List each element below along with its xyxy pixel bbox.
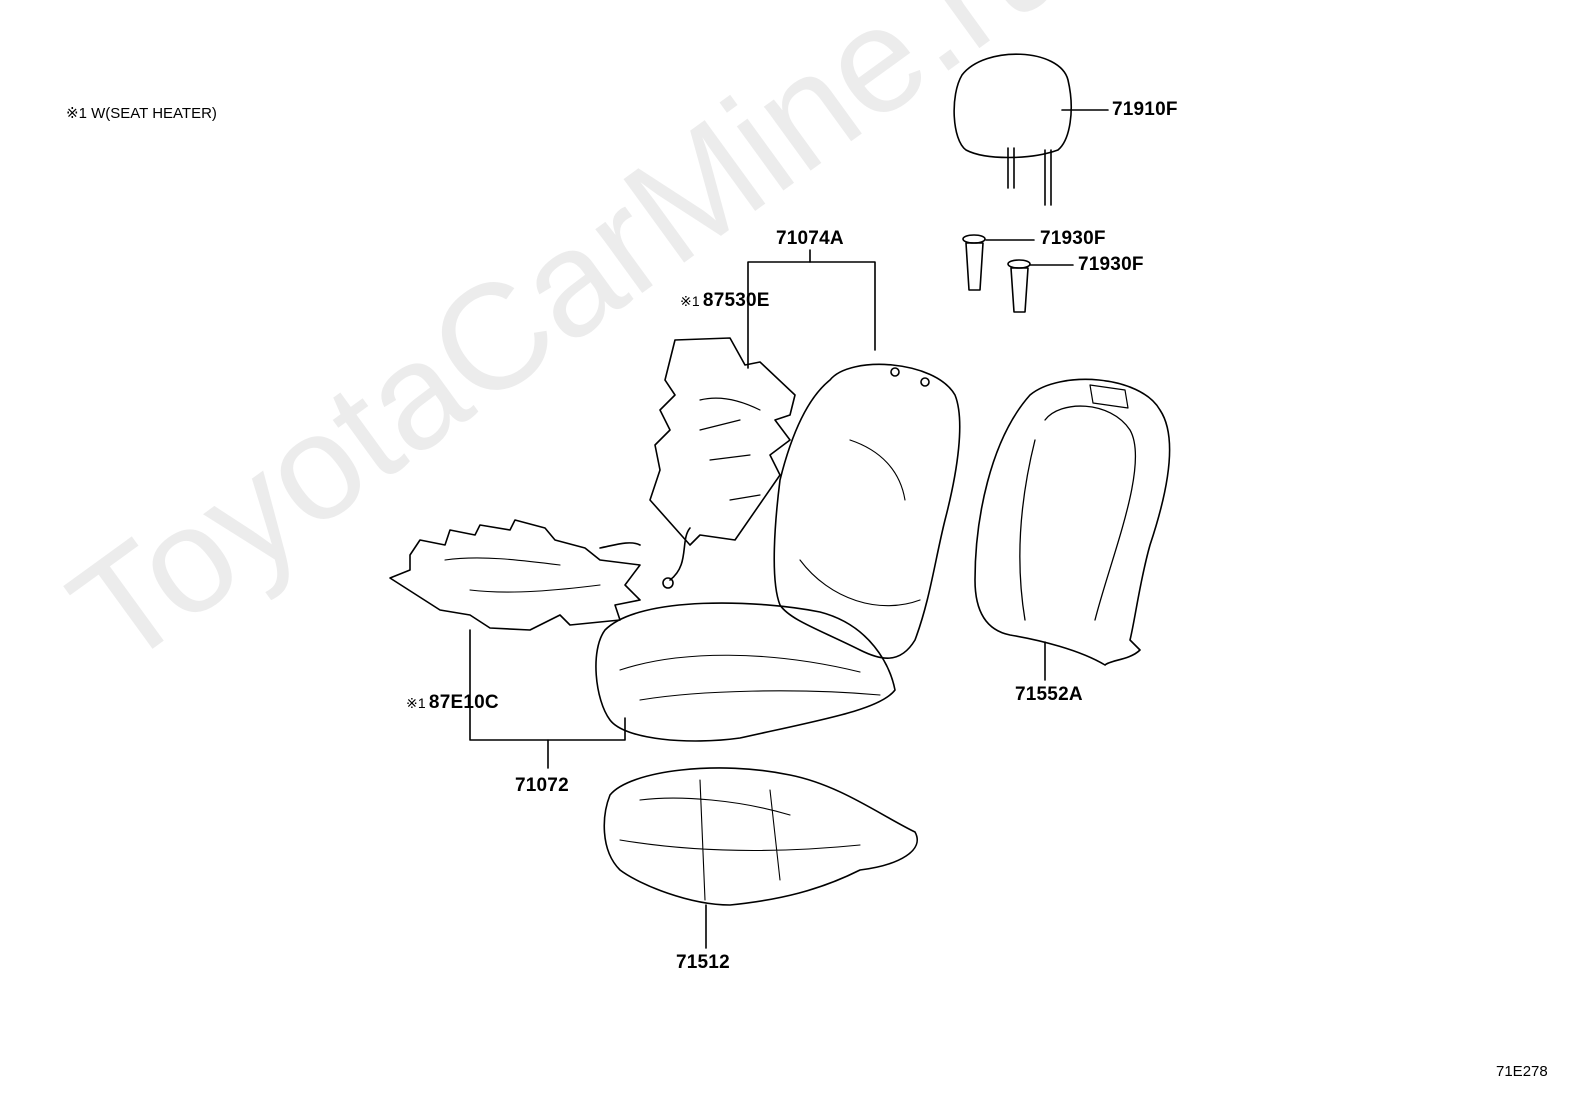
cushion-cover-drawing — [603, 767, 918, 906]
part-label-back-cover[interactable]: 71552A — [1015, 684, 1083, 705]
part-label-cushion-cover[interactable]: 71512 — [676, 952, 730, 973]
bracket-back-pad — [747, 261, 876, 369]
headrest-support-drawing — [962, 234, 1031, 313]
heater-mark: ※1 — [680, 293, 700, 309]
part-label-headrest-support-2[interactable]: 71930F — [1078, 254, 1144, 275]
back-cover-drawing — [974, 378, 1171, 666]
back-heater-drawing — [649, 337, 796, 546]
heater-mark: ※1 — [406, 695, 426, 711]
part-label-headrest[interactable]: 71910F — [1112, 99, 1178, 120]
part-label-back-pad[interactable]: 71074A — [776, 228, 844, 249]
back-pad-drawing — [773, 363, 961, 659]
legend-note: ※1 W(SEAT HEATER) — [66, 104, 217, 122]
legend-mark: ※1 — [66, 105, 87, 122]
part-label-cushion-assembly[interactable]: 71072 — [515, 775, 569, 796]
cushion-heater-drawing — [389, 519, 641, 631]
part-label-headrest-support-1[interactable]: 71930F — [1040, 228, 1106, 249]
back-heater-number: 87530E — [702, 290, 770, 311]
legend-text: W(SEAT HEATER) — [91, 105, 217, 122]
cushion-pad-drawing — [595, 602, 896, 742]
headrest-drawing — [953, 53, 1072, 206]
cushion-heater-number: 87E10C — [428, 692, 499, 713]
diagram-code: 71E278 — [1496, 1063, 1548, 1080]
bracket-cushion — [469, 629, 626, 741]
